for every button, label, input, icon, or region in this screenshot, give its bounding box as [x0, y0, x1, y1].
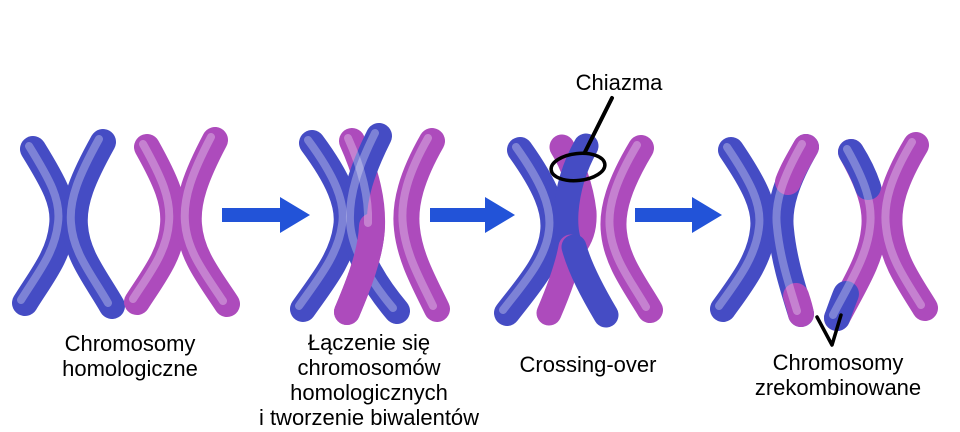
stage-crossing-over — [494, 96, 663, 328]
stage-bivalent-formation — [290, 123, 450, 325]
stage-homologous-chromosomes — [12, 127, 240, 319]
recombined-pointer-line — [815, 313, 843, 347]
stage-label-homologous-chromosomes: Chromosomy homologiczne — [62, 331, 198, 381]
magenta-chromatid-right — [876, 132, 938, 321]
blue-chromosome — [290, 123, 410, 324]
highlight — [715, 143, 764, 310]
stage-recombined-chromosomes — [710, 132, 938, 347]
recombined-tip-magenta-top — [775, 134, 819, 195]
magenta-chromatid-inner-front — [334, 213, 385, 325]
highlight — [605, 141, 650, 311]
blue-chromatid-left — [710, 137, 777, 322]
blue-chromatid-outer — [494, 137, 567, 326]
chiasma-circle — [549, 151, 607, 183]
highlight — [881, 138, 925, 309]
stage-label-bivalent-formation: Łączenie się chromosomów homologicznych … — [258, 330, 480, 430]
blue-chromatid-right — [61, 129, 125, 319]
recombined-tip-magenta-bottom — [783, 283, 814, 327]
magenta-chromatid-left — [124, 134, 187, 315]
recombined-tip-blue-top — [838, 139, 881, 200]
highlight — [772, 140, 806, 315]
arrow-right-icon — [430, 197, 515, 233]
highlight — [829, 145, 875, 319]
arrow-right-icon — [222, 197, 310, 233]
recombined-blue-chromosome — [710, 134, 819, 327]
highlight — [295, 136, 347, 310]
stage-label-recombined-chromosomes: Chromosomy zrekombinowane — [754, 350, 922, 400]
highlight — [344, 134, 373, 227]
recombined-segment-blue — [561, 234, 619, 328]
recombined-magenta-chromosome — [824, 132, 938, 331]
highlight — [17, 142, 63, 304]
highlight — [398, 134, 437, 310]
blue-chromosome — [12, 129, 125, 319]
arrow-right-icon — [635, 197, 722, 233]
magenta-chromatid-right — [175, 127, 240, 317]
blue-chromatid-inner — [340, 123, 410, 324]
magenta-chromosome — [124, 127, 240, 317]
stage-label-crossing-over: Crossing-over — [519, 352, 657, 377]
highlight — [66, 135, 112, 307]
magenta-chromatid-right — [393, 128, 450, 322]
chiasma-pointer-line — [583, 96, 614, 154]
highlight — [129, 140, 174, 303]
highlight — [180, 133, 227, 305]
highlight — [345, 129, 397, 312]
recombined-tip-blue-bottom — [824, 281, 859, 331]
highlight — [499, 143, 554, 314]
magenta-chromatid-outer — [600, 135, 663, 323]
chiasma-callout-label: Chiazma — [575, 70, 663, 95]
